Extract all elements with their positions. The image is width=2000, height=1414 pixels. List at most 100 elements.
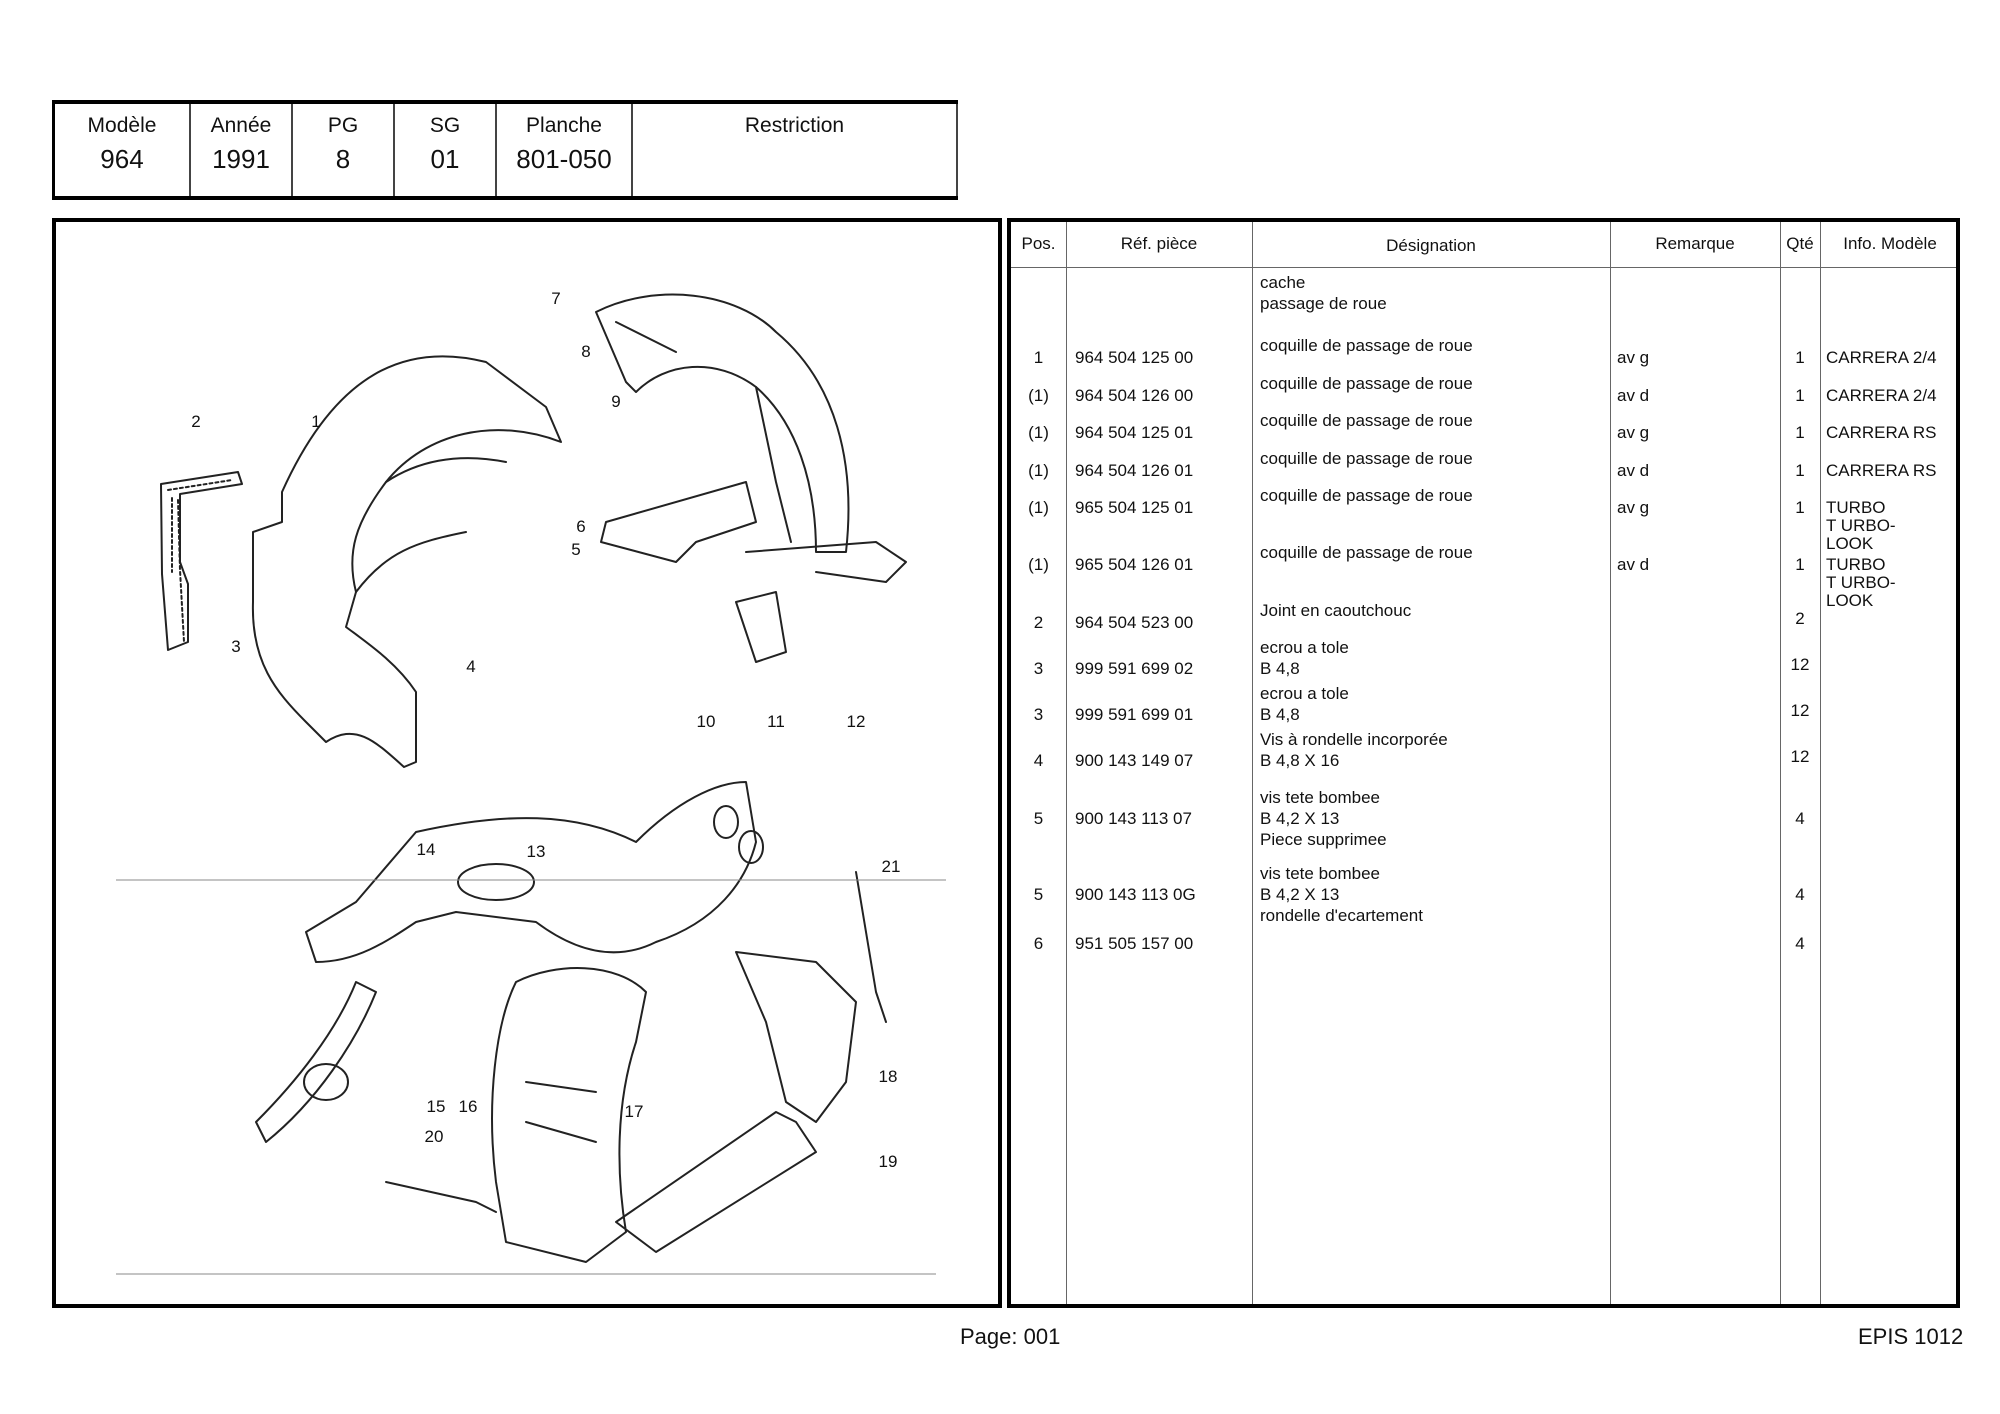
cell-info: CARRERA RS (1826, 423, 1937, 442)
callout-19: 19 (879, 1152, 898, 1171)
cell-ref: 900 143 113 0G (1075, 885, 1196, 904)
sg-value: 01 (430, 144, 460, 174)
cell-pos: 5 (1033, 885, 1044, 904)
callout-4: 4 (466, 657, 475, 676)
cell-info: T URBO- (1826, 573, 1896, 592)
col-header-qte: Qté (1786, 234, 1814, 253)
cell-designation: coquille de passage de roue (1260, 543, 1473, 562)
callout-11: 11 (767, 712, 785, 731)
cell-info: TURBO (1826, 555, 1886, 574)
planche-label: Planche (526, 114, 602, 137)
header-restriction: Restriction (633, 104, 958, 196)
rod-20-drawing (385, 1181, 497, 1213)
cell-ref: 999 591 699 01 (1075, 705, 1194, 724)
cell-pos: 2 (1033, 613, 1044, 632)
rod-21-drawing (855, 871, 887, 1023)
header-sg: SG 01 (395, 104, 497, 196)
col-header-pos: Pos. (1021, 234, 1056, 253)
cell-designation: Joint en caoutchouc (1260, 601, 1412, 620)
cell-designation: B 4,8 X 16 (1260, 751, 1340, 770)
cell-remarque: av g (1617, 498, 1650, 517)
callout-17: 17 (625, 1102, 644, 1121)
col-header-ref: Réf. pièce (1120, 234, 1198, 253)
col-header-designation: Désignation (1386, 236, 1476, 255)
cell-ref: 999 591 699 02 (1075, 659, 1194, 678)
callout-1: 1 (311, 412, 320, 431)
cell-designation: Vis à rondelle incorporée (1260, 730, 1448, 749)
catalog-code: EPIS 1012 (1858, 1324, 1964, 1349)
cell-info: LOOK (1826, 534, 1874, 553)
cell-qte: 1 (1795, 461, 1805, 480)
callout-12: 12 (847, 712, 866, 731)
cell-qte: 4 (1795, 934, 1805, 953)
cell-ref: 964 504 125 01 (1075, 423, 1194, 442)
planche-value: 801-050 (516, 144, 612, 174)
cell-designation: coquille de passage de roue (1260, 449, 1473, 468)
cell-remarque: av d (1617, 461, 1650, 480)
cell-remarque: av g (1617, 423, 1650, 442)
callout-18: 18 (879, 1067, 898, 1086)
modele-label: Modèle (87, 114, 157, 137)
cell-designation: Piece supprimee (1260, 830, 1387, 849)
restriction-label: Restriction (744, 114, 845, 137)
cell-designation: B 4,8 (1260, 659, 1300, 678)
callout-20: 20 (425, 1127, 444, 1146)
header-annee: Année 1991 (191, 104, 293, 196)
cell-qte: 1 (1795, 555, 1805, 574)
wheel-liner-rear-drawing (595, 293, 850, 553)
cell-info: CARRERA 2/4 (1826, 348, 1937, 367)
cell-designation: coquille de passage de roue (1260, 486, 1473, 505)
cell-ref: 964 504 523 00 (1075, 613, 1194, 632)
cell-designation: B 4,2 X 13 (1260, 809, 1340, 828)
page-number: Page: 001 (960, 1324, 1061, 1349)
cell-pos: 3 (1033, 659, 1044, 678)
cell-info: CARRERA RS (1826, 461, 1937, 480)
cell-designation: coquille de passage de roue (1260, 336, 1473, 355)
header-pg: PG 8 (293, 104, 395, 196)
cell-remarque: av d (1617, 555, 1650, 574)
cell-info: LOOK (1826, 591, 1874, 610)
cell-ref: 965 504 125 01 (1075, 498, 1194, 517)
callout-6: 6 (576, 517, 585, 536)
callout-9: 9 (611, 392, 620, 411)
cell-pos: 5 (1033, 809, 1044, 828)
cell-pos: 3 (1033, 705, 1044, 724)
cell-pos: 4 (1033, 751, 1044, 770)
underbody-panel-drawing (305, 781, 757, 963)
col-header-info: Info. Modèle (1843, 234, 1937, 253)
cell-designation: ecrou a tole (1260, 638, 1349, 657)
callout-7: 7 (551, 289, 560, 308)
annee-value: 1991 (212, 144, 270, 174)
pg-value: 8 (335, 144, 351, 174)
callout-15: 15 (427, 1097, 446, 1116)
cell-designation: coquille de passage de roue (1260, 374, 1473, 393)
callout-2: 2 (191, 412, 200, 431)
cell-qte: 2 (1795, 609, 1805, 628)
cell-qte: 12 (1790, 701, 1810, 720)
cell-designation: B 4,8 (1260, 705, 1300, 724)
callout-16: 16 (459, 1097, 478, 1116)
cell-ref: 964 504 126 00 (1075, 386, 1194, 405)
cell-pos: 1 (1033, 348, 1044, 367)
bracket-drawing (735, 591, 787, 663)
cell-pos: (1) (1028, 461, 1049, 480)
header-planche: Planche 801-050 (497, 104, 633, 196)
cell-ref: 951 505 157 00 (1075, 934, 1194, 953)
seal-strip-drawing (160, 471, 243, 651)
parts-table: Pos. Réf. pièce Désignation Remarque Qté… (1007, 218, 1960, 1308)
callout-13: 13 (527, 842, 546, 861)
cell-designation: passage de roue (1260, 294, 1387, 313)
callout-3: 3 (231, 637, 240, 656)
callout-21: 21 (882, 857, 901, 876)
cell-info: T URBO- (1826, 516, 1896, 535)
cell-designation: vis tete bombee (1260, 864, 1381, 883)
cell-designation: coquille de passage de roue (1260, 411, 1473, 430)
callout-14: 14 (417, 840, 436, 859)
cell-ref: 964 504 126 01 (1075, 461, 1194, 480)
cell-qte: 1 (1795, 348, 1805, 367)
wheel-liner-front-drawing (251, 355, 562, 768)
pg-label: PG (327, 114, 359, 137)
cell-qte: 12 (1790, 747, 1810, 766)
annee-label: Année (210, 114, 272, 137)
